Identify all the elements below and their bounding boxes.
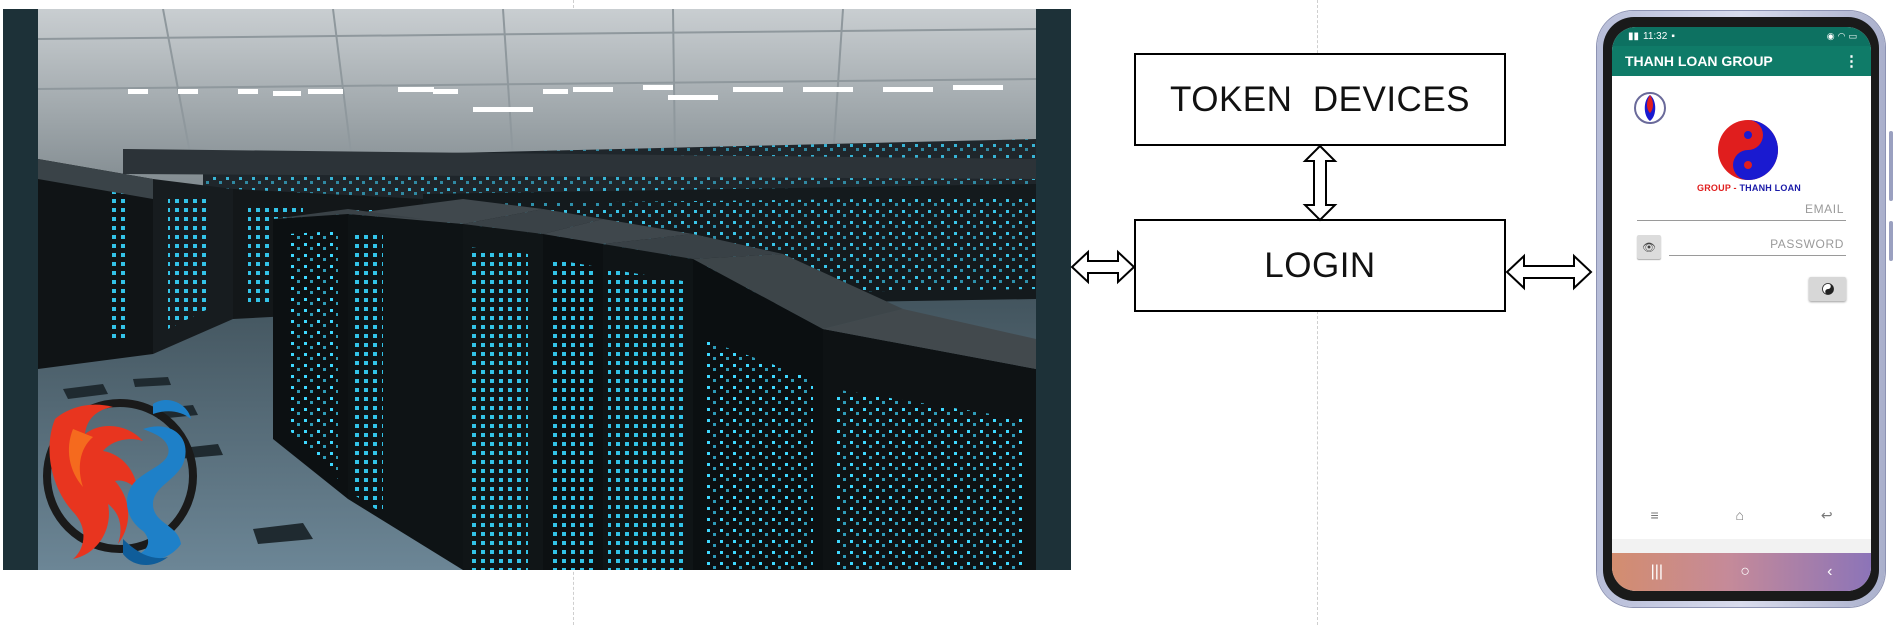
left-server-rack: [38, 159, 233, 369]
eye-icon[interactable]: 👁: [1637, 235, 1661, 259]
phoenix-dragon-logo: [43, 399, 197, 565]
more-vert-icon[interactable]: ⋮: [1844, 53, 1859, 70]
battery-icon: ▭: [1848, 31, 1857, 41]
status-bar: ▮▮ 11:32 ▪ ◉ ◠ ▭: [1612, 27, 1871, 46]
server-room-photo: [3, 9, 1071, 570]
notification-icon: ▪: [1671, 31, 1675, 42]
guide-line-right: [1317, 0, 1318, 625]
yin-yang-logo-icon: [1718, 120, 1778, 180]
ceiling-lights: [128, 85, 1003, 112]
small-logo-icon: [1634, 92, 1666, 124]
server-room-illustration: [3, 9, 1071, 570]
brand-name-part1: GROUP -: [1697, 183, 1740, 193]
app-title: THANH LOAN GROUP: [1625, 53, 1773, 69]
wifi-icon: ◠: [1837, 31, 1846, 41]
ceiling-beams: [37, 9, 1037, 170]
yin-yang-icon: [1821, 283, 1834, 295]
phone-bezel: ▮▮ 11:32 ▪ ◉ ◠ ▭ THANH LOAN GROUP ⋮: [1603, 17, 1879, 601]
token-devices-label: TOKEN DEVICES: [1169, 79, 1471, 119]
menu-lines-icon[interactable]: ≡: [1650, 507, 1659, 523]
double-arrow-token-login: [1302, 144, 1338, 222]
back-icon[interactable]: ‹: [1827, 563, 1833, 580]
phone-volume-button: [1889, 221, 1893, 261]
email-field[interactable]: [1637, 200, 1846, 221]
app-navigation: ≡ ⌂ ↩: [1612, 504, 1871, 526]
login-screen: GROUP - THANH LOAN 👁 ≡ ⌂ ↩: [1612, 76, 1871, 526]
login-label: LOGIN: [1264, 245, 1376, 285]
recents-icon[interactable]: |||: [1650, 563, 1664, 580]
phone-screen: ▮▮ 11:32 ▪ ◉ ◠ ▭ THANH LOAN GROUP ⋮: [1612, 27, 1871, 591]
signal-icon: ▮▮: [1628, 31, 1640, 42]
double-arrow-photo-login: [1070, 249, 1136, 285]
home-icon[interactable]: ○: [1740, 563, 1750, 580]
system-navigation-bar: ||| ○ ‹: [1612, 553, 1871, 591]
password-field[interactable]: [1669, 235, 1846, 256]
app-bar: THANH LOAN GROUP ⋮: [1612, 46, 1871, 76]
brand-name: GROUP - THANH LOAN: [1669, 183, 1829, 193]
eye-comfort-icon: ◉: [1826, 31, 1835, 41]
status-time: 11:32: [1643, 31, 1668, 42]
home-outline-icon[interactable]: ⌂: [1735, 507, 1744, 523]
phone-mockup: ▮▮ 11:32 ▪ ◉ ◠ ▭ THANH LOAN GROUP ⋮: [1597, 11, 1893, 607]
login-box: LOGIN: [1134, 219, 1506, 312]
double-arrow-login-phone: [1505, 253, 1593, 291]
brand-name-part2: THANH LOAN: [1739, 183, 1801, 193]
token-devices-box: TOKEN DEVICES: [1134, 53, 1506, 146]
front-server-racks: [273, 199, 1036, 570]
login-button[interactable]: [1809, 277, 1846, 301]
return-icon[interactable]: ↩: [1820, 506, 1833, 523]
nav-divider: [1612, 539, 1871, 553]
phone-side-button: [1889, 131, 1893, 201]
